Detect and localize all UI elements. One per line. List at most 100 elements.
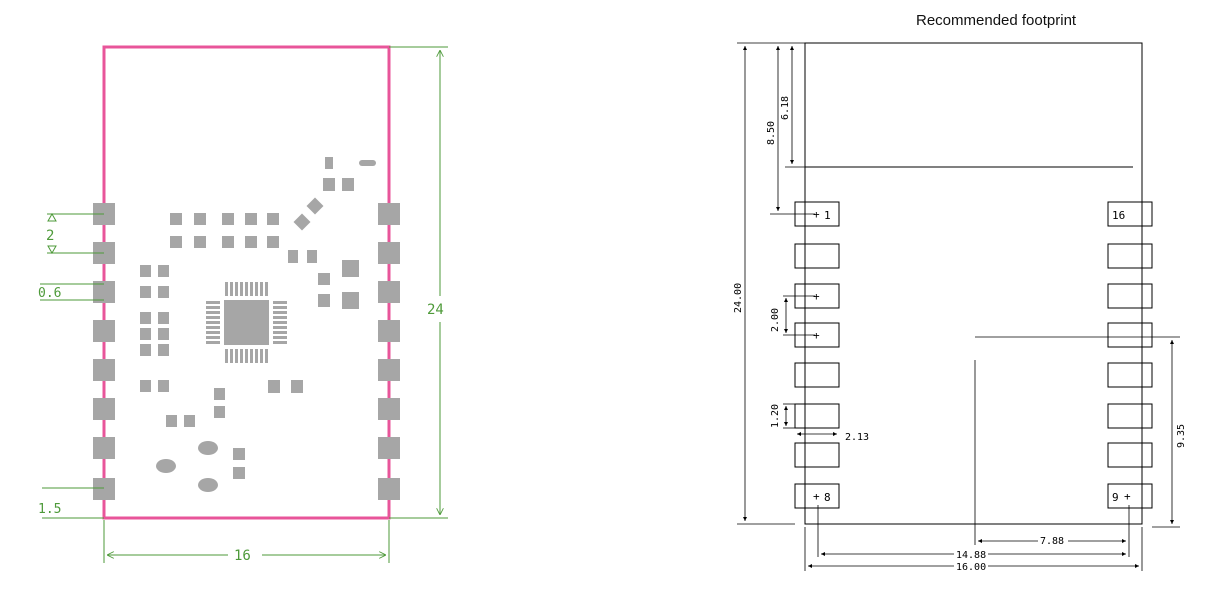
qfn-pin (273, 321, 287, 324)
qfn-pin (206, 331, 220, 334)
qfn-pin (273, 341, 287, 344)
edge-pad (93, 359, 115, 381)
total-height-label: 24.00 (733, 283, 744, 313)
qfn-pin (240, 349, 243, 363)
pad-height-label: 0.6 (38, 286, 61, 301)
internal-components (140, 157, 376, 492)
footprint-pad (794, 243, 840, 269)
qfn-pin (255, 282, 258, 296)
qfn-pin (250, 282, 253, 296)
qfn-pin (206, 311, 220, 314)
total-width-label: 16.00 (956, 562, 986, 573)
module-dimensions (40, 46, 448, 563)
qfn-pin (206, 321, 220, 324)
qfn-pin (245, 282, 248, 296)
qfn-pin (230, 349, 233, 363)
height-label: 24 (427, 302, 444, 318)
qfn-pin (245, 349, 248, 363)
footprint-pad (1107, 483, 1153, 509)
qfn-pin (225, 282, 228, 296)
footprint-pad (794, 362, 840, 388)
pitch-label: 2 (46, 228, 54, 244)
edge-pad (93, 320, 115, 342)
right-vertical-label: 9.35 (1176, 424, 1187, 448)
footprint-pad (1107, 403, 1153, 429)
footprint-pad (1107, 442, 1153, 468)
qfn-pin (273, 331, 287, 334)
footprint-pad (794, 442, 840, 468)
pin-16-label: 16 (1112, 209, 1125, 222)
qfn-pin (260, 282, 263, 296)
antenna-inner-label: 6.18 (780, 96, 791, 120)
svg-text:+: + (813, 290, 820, 303)
qfn-pin (273, 311, 287, 314)
qfn-pin (225, 349, 228, 363)
qfn-pin (240, 282, 243, 296)
edge-pad (378, 437, 400, 459)
pin-1-label: 1 (824, 209, 831, 222)
edge-pad (378, 203, 400, 225)
svg-text:+: + (1124, 490, 1131, 503)
footprint-pad (1107, 362, 1153, 388)
footprint-pad (1107, 322, 1153, 348)
qfn-pin (273, 306, 287, 309)
pad-h-label: 1.20 (770, 404, 781, 428)
edge-pad (378, 359, 400, 381)
qfn-pin (255, 349, 258, 363)
qfn-pin (273, 336, 287, 339)
qfn-pin (273, 326, 287, 329)
qfn-pin (273, 316, 287, 319)
footprint-pad (1107, 243, 1153, 269)
pin-8-label: 8 (824, 491, 831, 504)
qfn-pin (250, 349, 253, 363)
edge-pad (378, 242, 400, 264)
module-dim-labels: 2 0.6 1.5 24 16 (38, 228, 444, 564)
qfn-pin (230, 282, 233, 296)
module-drawing: 2 0.6 1.5 24 16 (38, 45, 448, 564)
edge-pad (378, 320, 400, 342)
qfn-pin (206, 316, 220, 319)
pitch-label-fp: 2.00 (770, 308, 781, 332)
pin-9-label: 9 (1112, 491, 1119, 504)
footprint-pad (794, 403, 840, 429)
edge-pad (93, 281, 115, 303)
svg-text:+: + (813, 208, 820, 221)
edge-label: 1.5 (38, 502, 61, 517)
qfn-pin (265, 282, 268, 296)
qfn-pin (206, 336, 220, 339)
footprint-left-pads (794, 201, 840, 509)
edge-pad (93, 398, 115, 420)
qfn-pin (273, 301, 287, 304)
right-edge-pads (378, 203, 400, 500)
footprint-title: Recommended footprint (916, 12, 1077, 29)
qfn-pin (206, 301, 220, 304)
edge-pad (378, 281, 400, 303)
footprint-right-pads (1107, 201, 1153, 509)
svg-text:+: + (813, 329, 820, 342)
qfn-pin (206, 306, 220, 309)
qfn-pin (206, 326, 220, 329)
half-span-label: 7.88 (1040, 536, 1064, 547)
footprint-outline (804, 42, 1143, 525)
antenna-outer-label: 8.50 (766, 121, 777, 145)
width-label: 16 (234, 548, 251, 564)
edge-pad (378, 398, 400, 420)
footprint-pad (1107, 283, 1153, 309)
edge-pad (93, 437, 115, 459)
qfn-pin (260, 349, 263, 363)
pad-span-label: 14.88 (956, 550, 986, 561)
footprint-dim-labels: 24.00 8.50 6.18 2.00 1.20 2.13 9.35 7.88… (733, 96, 1187, 573)
edge-pad (93, 478, 115, 500)
qfn-pin (265, 349, 268, 363)
footprint-drawing: Recommended footprint + (733, 12, 1187, 573)
qfn-chip (206, 282, 287, 363)
left-edge-pads (93, 203, 115, 500)
pad-w-label: 2.13 (845, 432, 869, 443)
pin-markers: + 1 16 + + + 8 9 + (813, 208, 1131, 504)
qfn-pin (235, 349, 238, 363)
footprint-pad (1107, 201, 1153, 227)
edge-pad (378, 478, 400, 500)
footprint-pad (794, 483, 840, 509)
svg-text:+: + (813, 490, 820, 503)
